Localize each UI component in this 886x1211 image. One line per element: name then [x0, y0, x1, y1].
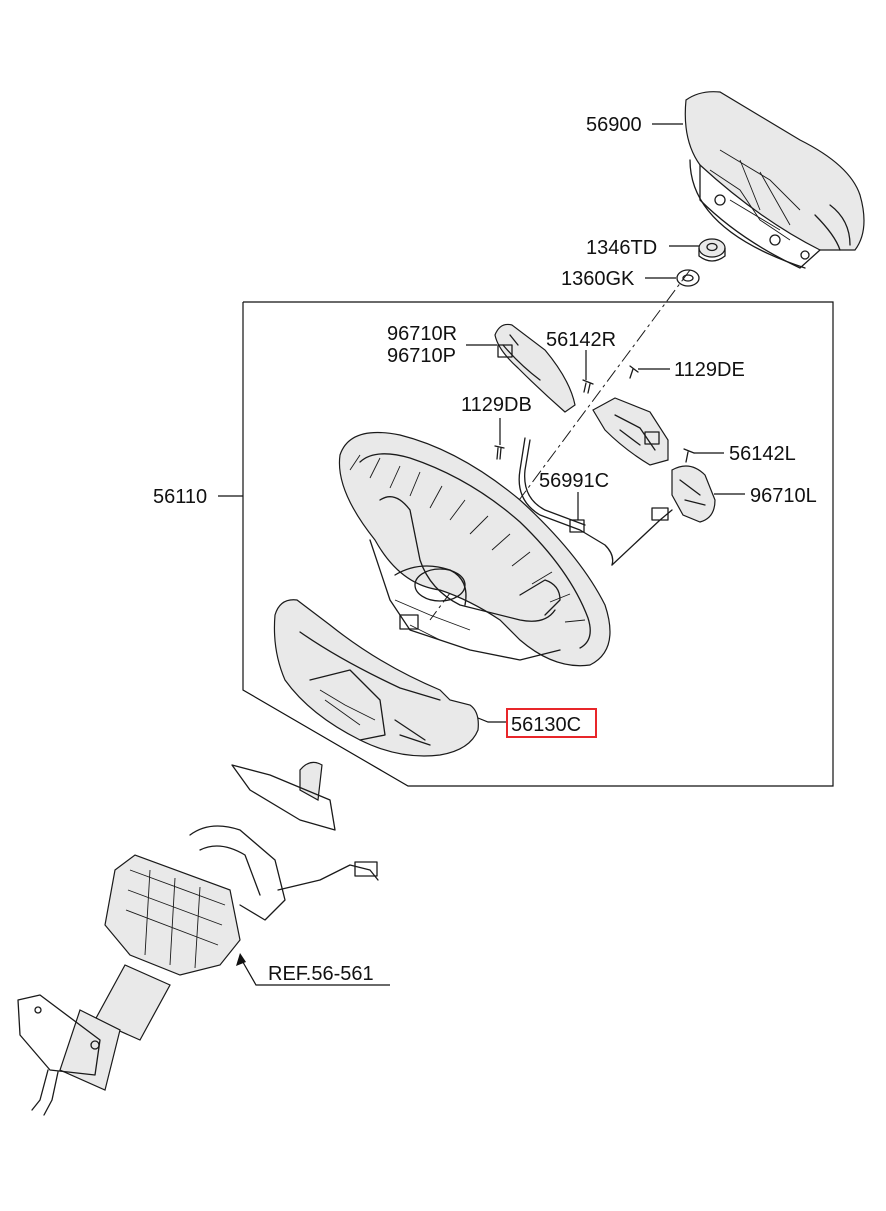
left-switch-drawing [671, 465, 716, 523]
callout-1360GK[interactable]: 1360GK [561, 268, 635, 290]
screw-1129DE-drawing [629, 365, 639, 379]
callout-96710P[interactable]: 96710P [387, 345, 456, 367]
wiring-harness-drawing [518, 437, 673, 566]
callout-56110[interactable]: 56110 [153, 486, 207, 508]
airbag-module-drawing [684, 91, 865, 269]
leader-ref [239, 956, 390, 986]
steering-column-drawing [17, 761, 379, 1116]
nut-drawing [698, 238, 726, 262]
callout-96710R[interactable]: 96710R [387, 323, 457, 345]
switch-body-drawing [592, 397, 669, 466]
screw-1129DB-drawing [494, 445, 505, 460]
ref-arrowhead [236, 953, 246, 966]
callout-56142R[interactable]: 56142R [546, 329, 616, 351]
screw-56142L-drawing [683, 448, 695, 463]
callout-56142L[interactable]: 56142L [729, 443, 796, 465]
right-switch-drawing [494, 323, 576, 413]
callout-56900[interactable]: 56900 [586, 114, 642, 136]
callout-ref-56-561[interactable]: REF.56-561 [268, 963, 374, 985]
callout-1346TD[interactable]: 1346TD [586, 237, 657, 259]
washer-drawing [676, 269, 700, 287]
steering-wheel-drawing [338, 431, 611, 667]
lower-cover-drawing [273, 599, 479, 757]
callout-96710L[interactable]: 96710L [750, 485, 817, 507]
callout-56130C[interactable]: 56130C [511, 714, 581, 736]
leader-56130C [477, 717, 507, 723]
screw-56142R-drawing [582, 379, 594, 394]
callout-highlight-box [506, 708, 597, 738]
callout-56991C[interactable]: 56991C [539, 470, 609, 492]
assembly-boundary [242, 301, 834, 787]
callout-1129DB[interactable]: 1129DB [461, 394, 532, 416]
callout-1129DE[interactable]: 1129DE [674, 359, 745, 381]
